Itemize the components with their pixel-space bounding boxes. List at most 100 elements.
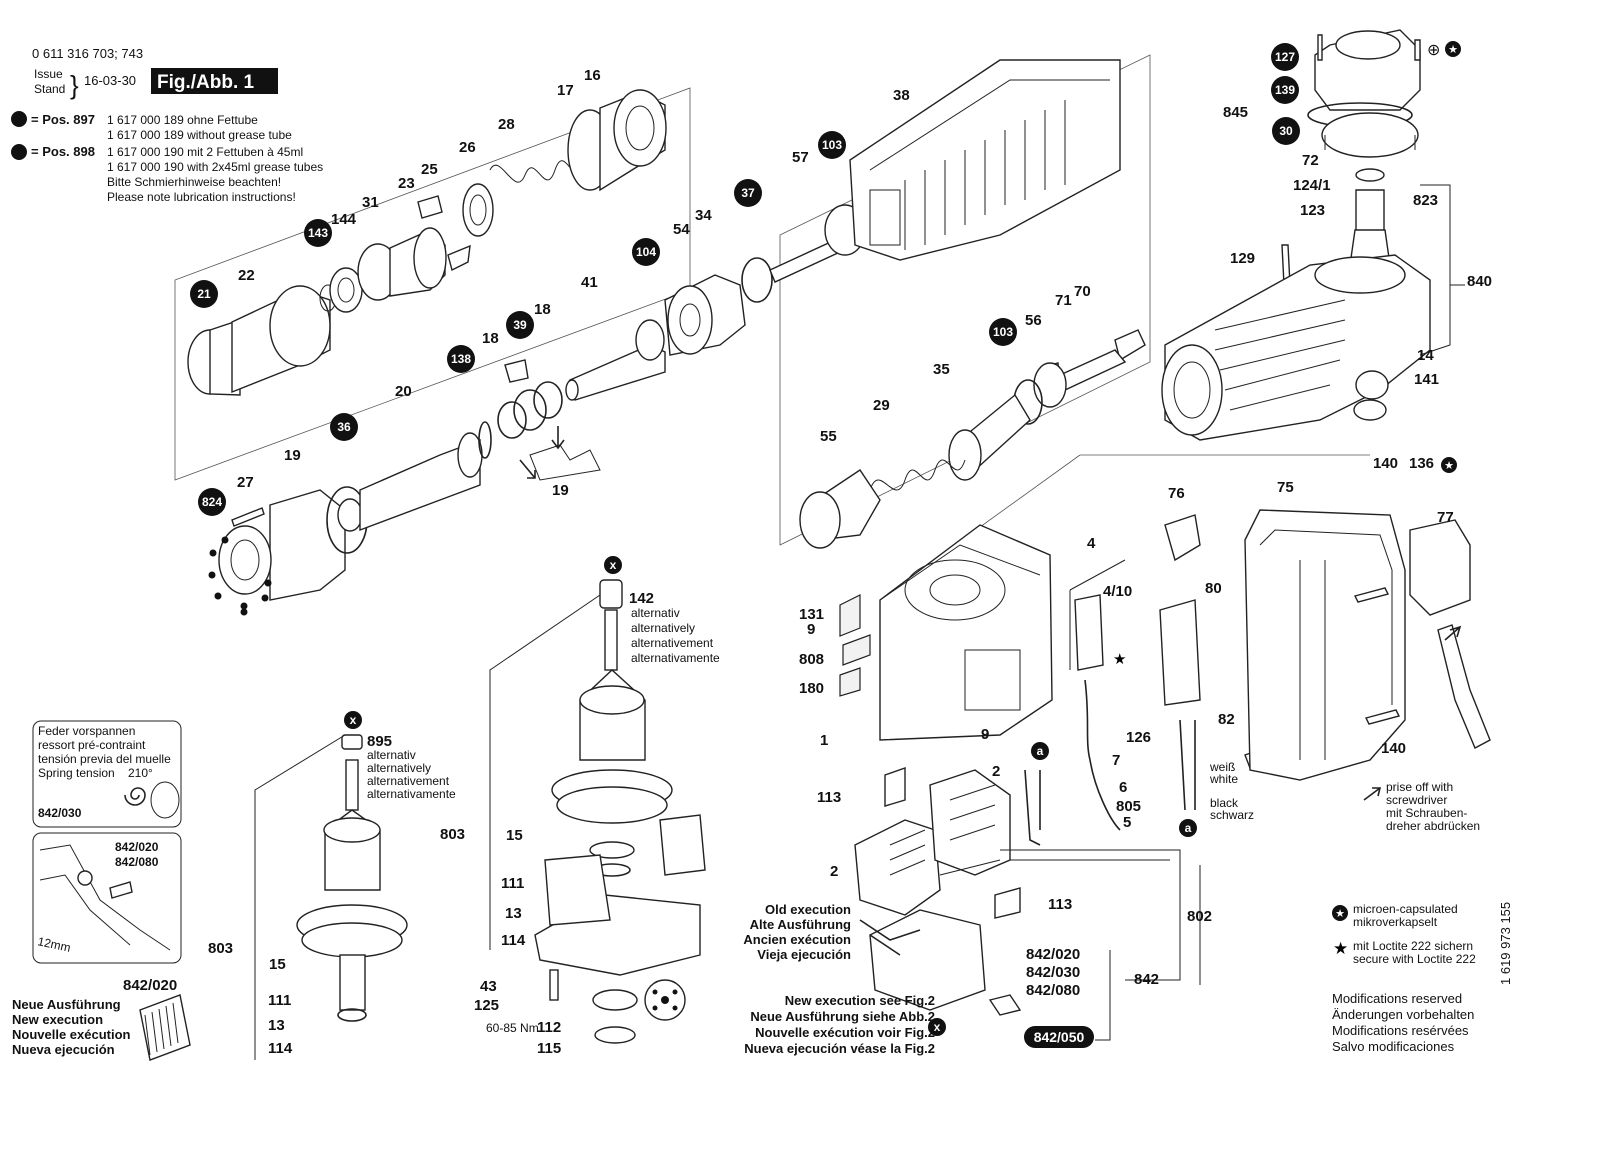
loctite-star-icon: ★ (1113, 650, 1126, 668)
prise-line3: mit Schrauben- (1386, 806, 1467, 820)
svg-text:139: 139 (1275, 83, 1295, 97)
guide-box-upper-left (174, 87, 691, 481)
badge-824: 824 (198, 488, 226, 516)
label-31: 31 (362, 194, 379, 211)
label-19: 19 (284, 447, 301, 464)
label-842: 842 (1134, 971, 1159, 988)
label-19b: 19 (552, 482, 569, 499)
label-803: 803 (208, 940, 233, 957)
label-57: 57 (792, 149, 809, 166)
svg-text:104: 104 (636, 245, 656, 259)
label-13: 13 (268, 1017, 285, 1034)
spring-line4: Spring tension (38, 766, 115, 780)
label-22: 22 (238, 267, 255, 284)
label-845: 845 (1223, 104, 1248, 121)
label-842-050: 842/050 (1034, 1029, 1085, 1045)
old-exec-de: Alte Ausführung (750, 917, 851, 932)
badge-104: 104 (632, 238, 660, 266)
svg-text:a: a (1037, 744, 1044, 758)
new-exec-center-en: New execution see Fig.2 (785, 993, 935, 1008)
old-exec-en: Old execution (765, 902, 851, 917)
part-number: 0 611 316 703; 743 (32, 46, 143, 61)
label-140: 140 (1373, 455, 1398, 472)
legend-loctite-de: mit Loctite 222 sichern (1353, 939, 1473, 953)
label-77: 77 (1437, 509, 1454, 526)
svg-text:37: 37 (741, 186, 755, 200)
svg-text:x: x (350, 713, 357, 727)
badge-139: 139 (1271, 76, 1299, 104)
new-exec-left-de: Neue Ausführung (12, 997, 121, 1012)
svg-text:824: 824 (202, 495, 222, 509)
badge-x-left: x (344, 711, 362, 729)
svg-text:103: 103 (822, 138, 842, 152)
pos898-line2: 1 617 000 190 with 2x45ml grease tubes (107, 160, 323, 174)
new-exec-left-fr: Nouvelle exécution (12, 1027, 131, 1042)
label-895: 895 (367, 733, 392, 750)
label-140b: 140 (1381, 740, 1406, 757)
alt-de-center: alternativ (631, 606, 680, 620)
lubrication-note-de: Bitte Schmierhinweise beachten! (107, 175, 281, 189)
pos898-line1: 1 617 000 190 mit 2 Fettuben à 45ml (107, 145, 303, 159)
new-exec-left-part: 842/020 (123, 977, 177, 994)
badge-36: 36 (330, 413, 358, 441)
label-823: 823 (1413, 192, 1438, 209)
label-802: 802 (1187, 908, 1212, 925)
old-exec-fr: Ancien exécution (743, 932, 851, 947)
new-exec-left-es: Nueva ejecución (12, 1042, 115, 1057)
field-assembly (854, 767, 1181, 1016)
badge-a-upper: a (1031, 742, 1049, 760)
badge-37: 37 (734, 179, 762, 207)
brush-detail-box: 842/020 842/080 12mm (32, 832, 182, 964)
legend-mod-de: Änderungen vorbehalten (1332, 1007, 1474, 1022)
label-124-1: 124/1 (1293, 177, 1331, 194)
label-141: 141 (1414, 371, 1439, 388)
bullet-897-icon (11, 111, 27, 127)
alt-en-center: alternatively (631, 621, 695, 635)
spindle-assembly (208, 359, 601, 616)
wire-black-de: schwarz (1210, 808, 1254, 822)
legend-mod-fr: Modifications resérvées (1332, 1023, 1469, 1038)
new-exec-brush (139, 994, 191, 1061)
label-840: 840 (1467, 273, 1492, 290)
label-9: 9 (807, 621, 815, 638)
label-18a: 18 (482, 330, 499, 347)
svg-text:21: 21 (197, 287, 211, 301)
label-1: 1 (820, 732, 828, 749)
label-2: 2 (992, 763, 1000, 780)
part-labels: 22 144 31 23 25 26 28 17 16 20 19 19 27 … (208, 67, 1492, 1057)
label-29: 29 (873, 397, 890, 414)
armature-center (534, 579, 706, 1044)
screw-head-icon: ⊕ (1427, 42, 1440, 59)
label-131: 131 (799, 606, 824, 623)
spring-spiral-icon (124, 787, 146, 806)
spring-tension-box: Feder vorspannen ressort pré-contraint t… (32, 720, 182, 828)
svg-text:39: 39 (513, 318, 527, 332)
label-28: 28 (498, 116, 515, 133)
label-17: 17 (557, 82, 574, 99)
label-25: 25 (421, 161, 438, 178)
bracket-4 (1069, 559, 1126, 670)
label-114: 114 (268, 1040, 293, 1057)
label-842-080: 842/080 (1026, 982, 1080, 999)
label-113: 113 (817, 789, 841, 806)
label-27: 27 (237, 474, 254, 491)
microcapsulated-legend-icon (1332, 905, 1348, 921)
label-13b: 13 (505, 905, 522, 922)
prise-arrow-icon (1363, 787, 1382, 801)
label-4: 4 (1087, 535, 1096, 552)
label-80: 80 (1205, 580, 1222, 597)
label-123: 123 (1300, 202, 1325, 219)
detail-dim: 12mm (36, 934, 72, 955)
legend-micro-de: microen-capsulated (1353, 902, 1458, 916)
label-70: 70 (1074, 283, 1091, 300)
label-114b: 114 (501, 932, 526, 949)
svg-text:103: 103 (993, 325, 1013, 339)
label-126: 126 (1126, 729, 1151, 746)
issue-date: 16-03-30 (84, 73, 136, 88)
handle-assembly (1244, 509, 1491, 781)
lubrication-note-en: Please note lubrication instructions! (107, 190, 296, 204)
badge-138: 138 (447, 345, 475, 373)
new-exec-center-de: Neue Ausführung siehe Abb.2 (750, 1009, 935, 1024)
star-icon: ★ (1444, 459, 1454, 472)
